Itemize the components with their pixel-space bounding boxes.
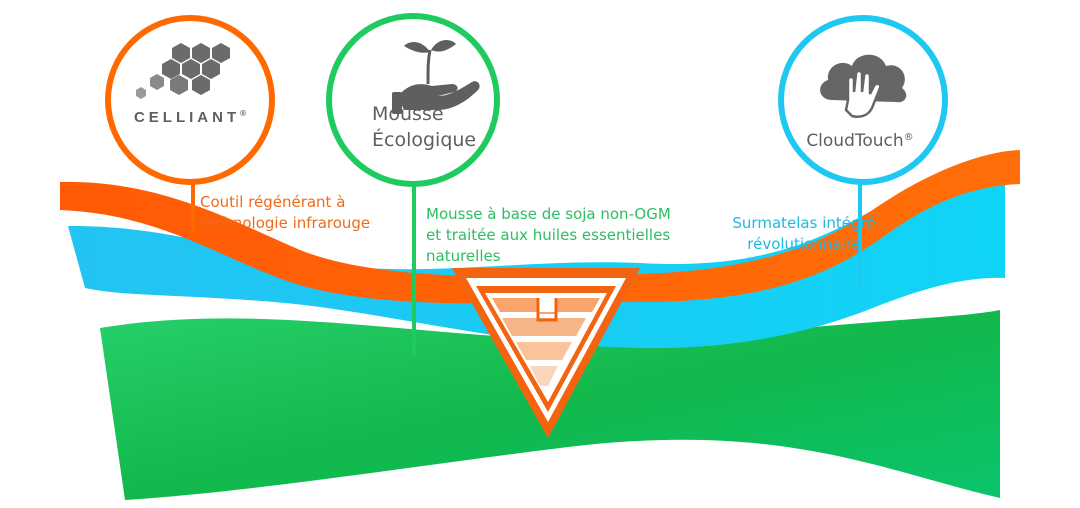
- celliant-description-line: technologie infrarouge: [200, 214, 371, 232]
- cloudtouch-description-line: révolutionnaire: [747, 235, 861, 253]
- mousse-brand-line-1: Mousse: [372, 103, 444, 125]
- mousse-description-line: et traitée aux huiles essentielles: [426, 226, 671, 244]
- hexagon-cluster-icon: [136, 43, 230, 99]
- cloudtouch-badge: [778, 15, 948, 185]
- cloudtouch-registered-mark: ®: [904, 132, 914, 143]
- mousse-description-line: Mousse à base de soja non-OGM: [426, 205, 671, 223]
- cloudtouch-description-line: Surmatelas intégré: [732, 214, 876, 232]
- celliant-registered-mark: ®: [240, 109, 246, 118]
- celliant-badge: [105, 15, 275, 185]
- celliant-brand-text: CELLIANT®: [134, 109, 246, 126]
- cloudtouch-description: Surmatelas intégré révolutionnaire: [704, 213, 904, 255]
- layer-wedge-emblem: [452, 268, 640, 438]
- orange-ticking-stripe: [60, 150, 1020, 304]
- mousse-description-line: naturelles: [426, 247, 501, 265]
- mousse-brand-line-2: Écologique: [372, 128, 476, 151]
- cloudtouch-brand-text: CloudTouch®: [806, 131, 913, 151]
- hand-sprout-icon: [392, 40, 480, 114]
- blue-topper-layer: [68, 166, 1005, 349]
- cloud-hand-icon: [820, 54, 907, 118]
- mousse-description: Mousse à base de soja non-OGM et traitée…: [426, 204, 716, 267]
- celliant-brand-name: CELLIANT: [134, 109, 240, 126]
- mousse-badge: [326, 13, 500, 187]
- celliant-description: Coutil régénérant à technologie infrarou…: [200, 192, 430, 234]
- cloudtouch-brand-name: CloudTouch: [806, 131, 903, 151]
- celliant-description-line: Coutil régénérant à: [200, 193, 346, 211]
